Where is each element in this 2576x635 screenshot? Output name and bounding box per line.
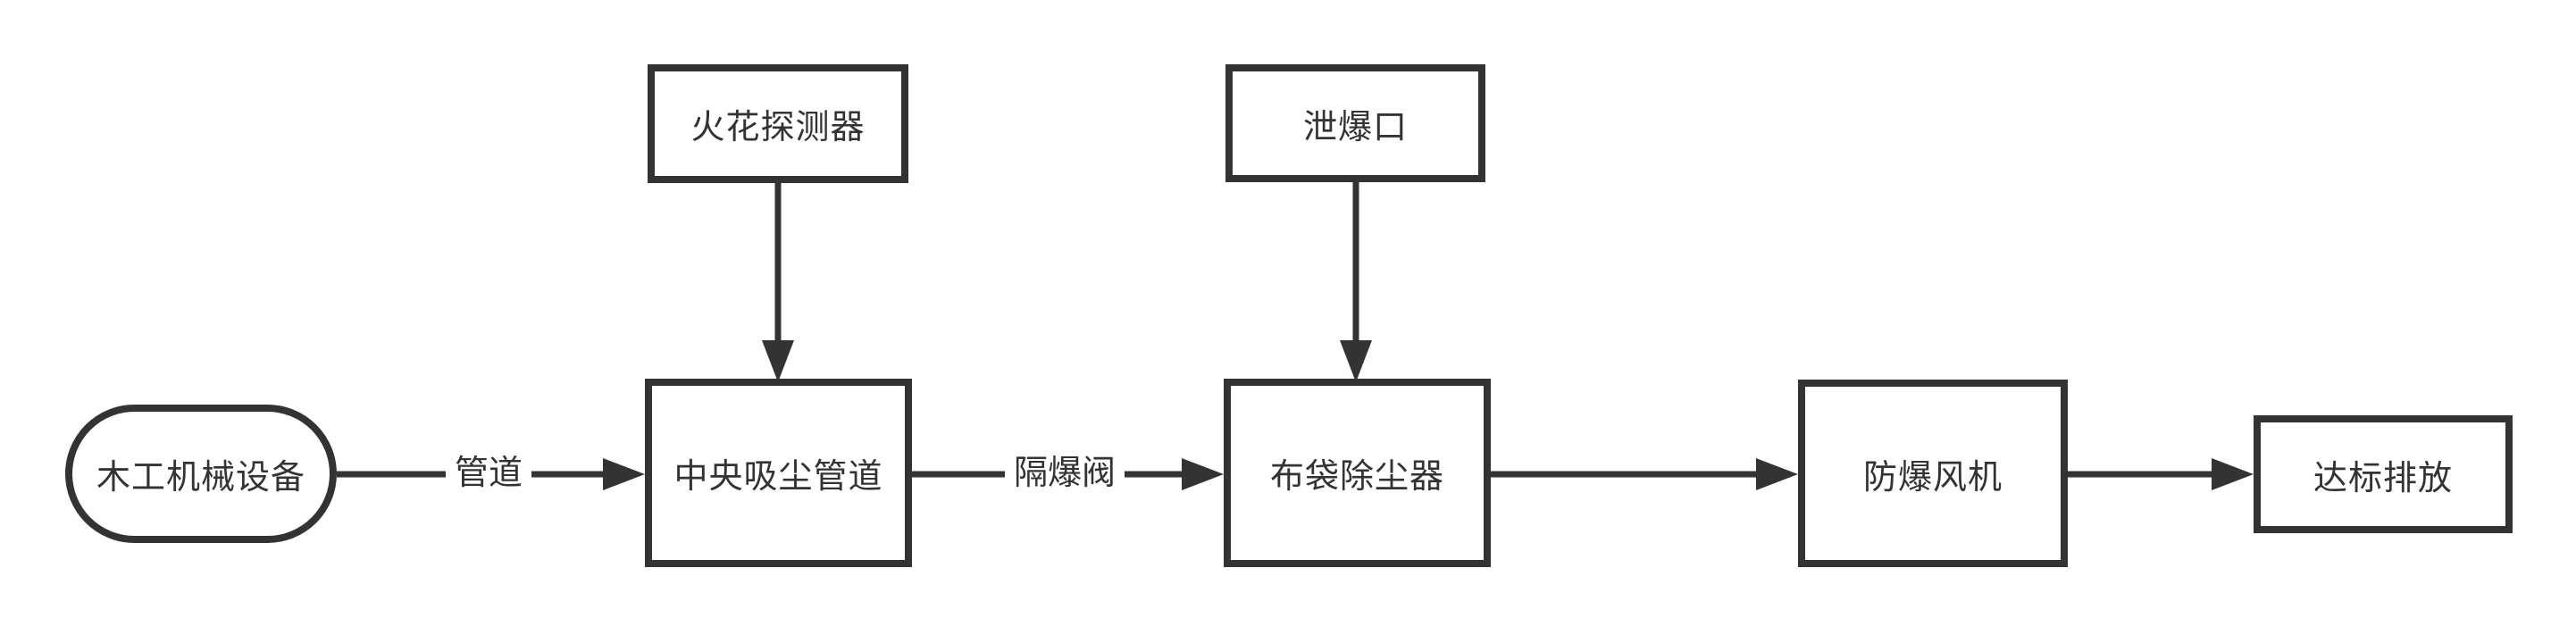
arrowhead-into-duct-top [762,340,794,382]
node-label: 达标排放 [2313,459,2453,497]
node-explosion-proof-fan: 防爆风机 [1798,380,2068,567]
arrowhead-into-bagfilter-top [1340,340,1372,382]
node-central-suction-duct: 中央吸尘管道 [645,379,912,567]
node-spark-detector: 火花探测器 [648,64,908,183]
node-label: 泄爆口 [1302,108,1408,146]
edge-label-pipe: 管道 [445,452,532,497]
node-bag-dust-collector: 布袋除尘器 [1224,379,1491,567]
arrowhead-into-discharge [2212,458,2254,490]
node-woodworking-equipment: 木工机械设备 [65,405,337,543]
node-label: 布袋除尘器 [1269,458,1444,496]
arrowhead-into-duct-left [603,458,645,490]
arrowhead-into-fan [1756,458,1798,490]
node-label: 火花探测器 [690,109,866,146]
arrowhead-into-bagfilter-left [1182,458,1224,490]
node-label: 防爆风机 [1862,458,2003,497]
node-explosion-vent: 泄爆口 [1225,64,1485,182]
edge-label-isolation-valve: 隔爆阀 [1004,452,1125,497]
node-label: 木工机械设备 [96,459,305,497]
node-label: 中央吸尘管道 [673,458,883,496]
node-compliant-discharge: 达标排放 [2254,415,2513,533]
